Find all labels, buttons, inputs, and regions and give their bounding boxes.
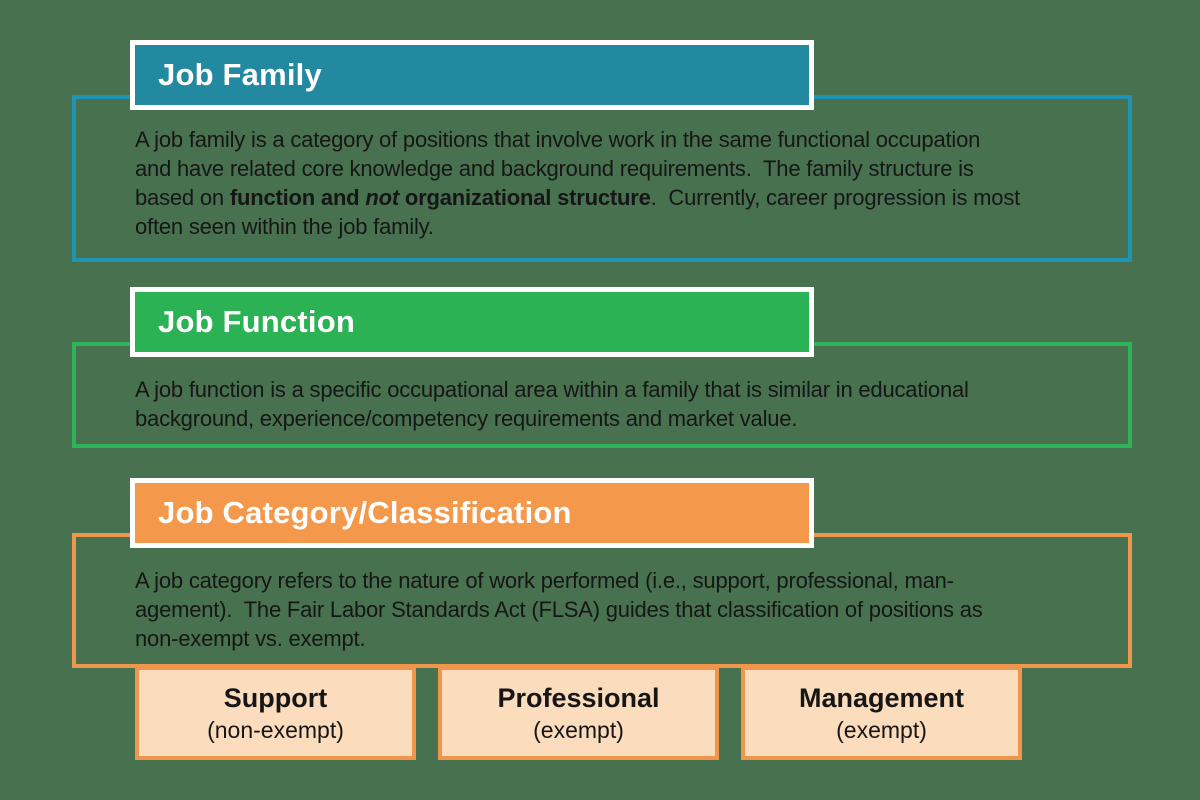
- job-function-box: A job function is a specific occupationa…: [72, 342, 1132, 448]
- category-status-support: (non-exempt): [207, 717, 344, 743]
- job-family-description: A job family is a category of positions …: [76, 99, 1128, 241]
- category-name-professional: Professional: [497, 683, 660, 713]
- category-box-professional: Professional (exempt): [438, 666, 719, 760]
- job-family-line-1: A job family is a category of positions …: [135, 127, 981, 152]
- job-category-title: Job Category/Classification: [158, 495, 572, 530]
- category-status-management: (exempt): [836, 717, 927, 743]
- job-category-box: A job category refers to the nature of w…: [72, 533, 1132, 668]
- category-name-support: Support: [223, 683, 328, 713]
- job-function-description: A job function is a specific occupationa…: [76, 346, 1128, 433]
- category-box-management: Management (exempt): [741, 666, 1022, 760]
- job-function-line-1: A job function is a specific occupationa…: [135, 377, 969, 402]
- job-family-box: A job family is a category of positions …: [72, 95, 1132, 262]
- job-function-line-2: background, experience/competency requir…: [135, 406, 798, 431]
- job-family-line-4: often seen within the job family.: [135, 214, 434, 239]
- job-family-header: Job Family: [130, 40, 814, 110]
- job-family-title: Job Family: [158, 57, 322, 92]
- job-function-header: Job Function: [130, 287, 814, 357]
- job-family-line-2: and have related core knowledge and back…: [135, 156, 974, 181]
- category-name-management: Management: [798, 683, 965, 713]
- job-category-line-1: A job category refers to the nature of w…: [135, 568, 954, 593]
- job-function-title: Job Function: [158, 304, 355, 339]
- job-category-line-2: agement). The Fair Labor Standards Act (…: [135, 597, 983, 622]
- category-status-professional: (exempt): [533, 717, 624, 743]
- job-category-header: Job Category/Classification: [130, 478, 814, 548]
- category-box-support: Support (non-exempt): [135, 666, 416, 760]
- job-category-description: A job category refers to the nature of w…: [76, 537, 1128, 653]
- job-category-line-3: non-exempt vs. exempt.: [135, 626, 366, 651]
- job-family-line-3: based on function and not organizational…: [135, 185, 1021, 210]
